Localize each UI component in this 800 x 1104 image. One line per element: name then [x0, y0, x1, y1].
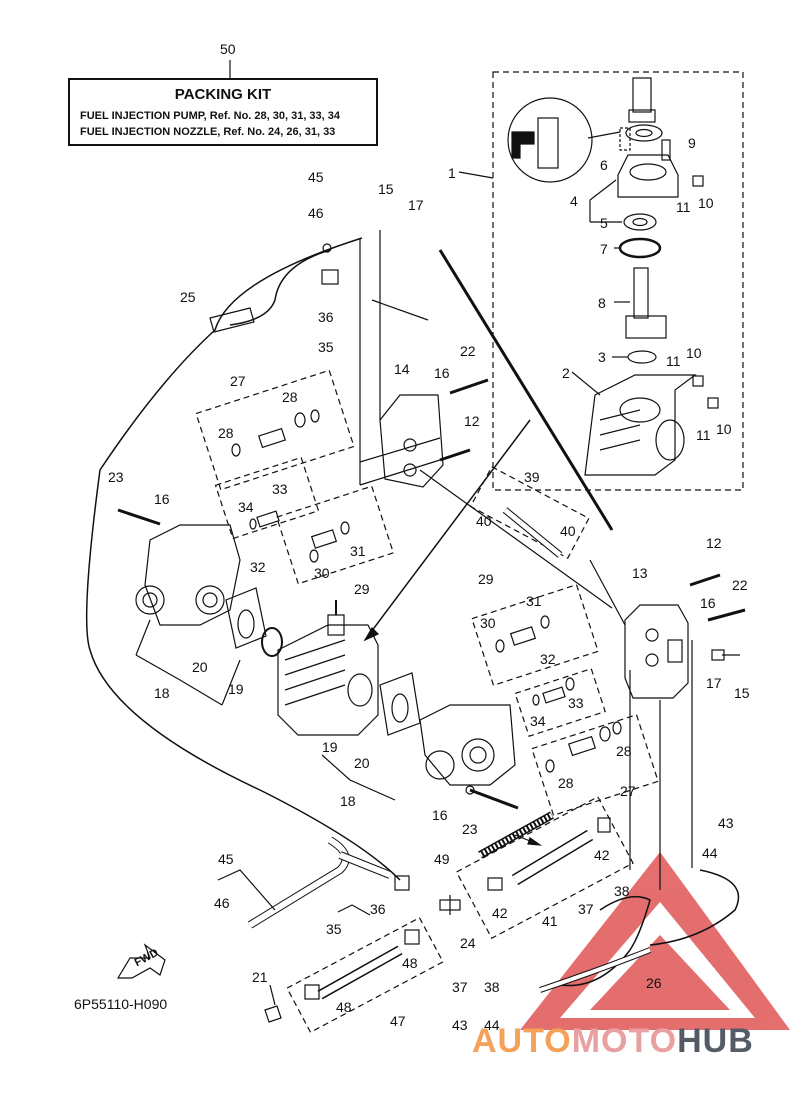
callout-45-a: 45	[308, 169, 324, 185]
callout-28-d: 28	[558, 775, 574, 791]
callout-26: 26	[646, 975, 662, 991]
watermark-logo: AUTOMOTOHUB	[472, 1024, 754, 1058]
watermark-triangle-icon	[520, 852, 790, 1030]
callout-21: 21	[252, 969, 268, 985]
callout-45-b: 45	[218, 851, 234, 867]
callout-2: 2	[562, 365, 570, 381]
diagram-code: 6P55110-H090	[74, 996, 168, 1012]
callout-38-a: 38	[614, 883, 630, 899]
callout-40-b: 40	[560, 523, 576, 539]
callout-14: 14	[394, 361, 410, 377]
callout-37-a: 37	[578, 901, 594, 917]
callout-8: 8	[598, 295, 606, 311]
callout-19-a: 19	[228, 681, 244, 697]
callout-37-b: 37	[452, 979, 468, 995]
callout-12-a: 12	[464, 413, 480, 429]
callout-15-b: 15	[734, 685, 750, 701]
callout-6: 6	[600, 157, 608, 173]
callout-36-b: 36	[370, 901, 386, 917]
callout-7: 7	[600, 241, 608, 257]
callout-13: 13	[632, 565, 648, 581]
callout-46-b: 46	[214, 895, 230, 911]
callout-3: 3	[598, 349, 606, 365]
callout-30-a: 30	[314, 565, 330, 581]
callout-12-b: 12	[706, 535, 722, 551]
callout-10-b: 10	[686, 345, 702, 361]
callout-18-a: 18	[154, 685, 170, 701]
callout-48-a: 48	[336, 999, 352, 1015]
packing-kit-box: PACKING KIT FUEL INJECTION PUMP, Ref. No…	[68, 78, 378, 146]
callout-31-b: 31	[526, 593, 542, 609]
callout-28-b: 28	[218, 425, 234, 441]
fwd-arrow-icon	[116, 943, 166, 979]
callout-22-b: 22	[732, 577, 748, 593]
callout-44-b: 44	[484, 1017, 500, 1033]
callout-5: 5	[600, 215, 608, 231]
callout-39: 39	[524, 469, 540, 485]
callout-29-b: 29	[478, 571, 494, 587]
callout-18-b: 18	[340, 793, 356, 809]
callout-24: 24	[460, 935, 476, 951]
callout-42-b: 42	[594, 847, 610, 863]
packing-kit-line2: FUEL INJECTION NOZZLE, Ref. No. 24, 26, …	[80, 126, 336, 138]
callout-38-b: 38	[484, 979, 500, 995]
callout-36-a: 36	[318, 309, 334, 325]
callout-27-a: 27	[230, 373, 246, 389]
packing-kit-ref: 50	[220, 41, 236, 57]
callout-34-b: 34	[530, 713, 546, 729]
callout-11-c: 11	[696, 427, 711, 443]
watermark-part2: MOTO	[571, 1022, 678, 1060]
callout-16-b: 16	[154, 491, 170, 507]
callout-31-a: 31	[350, 543, 366, 559]
callout-10-a: 10	[698, 195, 714, 211]
callout-48-b: 48	[402, 955, 418, 971]
callout-32-a: 32	[250, 559, 266, 575]
callout-9: 9	[688, 135, 696, 151]
callout-35-a: 35	[318, 339, 334, 355]
callout-32-b: 32	[540, 651, 556, 667]
callout-23-a: 23	[108, 469, 124, 485]
callout-33-b: 33	[568, 695, 584, 711]
callout-10-c: 10	[716, 421, 732, 437]
callout-17-a: 17	[408, 197, 424, 213]
callout-20-a: 20	[192, 659, 208, 675]
callout-15-a: 15	[378, 181, 394, 197]
watermark-part3: HUB	[677, 1022, 754, 1060]
callout-40-a: 40	[476, 513, 492, 529]
callout-16-a: 16	[434, 365, 450, 381]
callout-16-c: 16	[700, 595, 716, 611]
callout-29-a: 29	[354, 581, 370, 597]
callout-47: 47	[390, 1013, 406, 1029]
packing-kit-line1: FUEL INJECTION PUMP, Ref. No. 28, 30, 31…	[80, 110, 341, 122]
callout-4: 4	[570, 193, 578, 209]
callout-28-c: 28	[616, 743, 632, 759]
callout-23-b: 23	[462, 821, 478, 837]
callout-30-b: 30	[480, 615, 496, 631]
watermark-part1: AUTO	[472, 1022, 572, 1060]
callout-44-a: 44	[702, 845, 718, 861]
callout-11-a: 11	[676, 199, 691, 215]
callout-16-d: 16	[432, 807, 448, 823]
packing-kit-title: PACKING KIT	[174, 86, 272, 103]
callout-20-b: 20	[354, 755, 370, 771]
callout-1: 1	[448, 165, 456, 181]
callout-43-b: 43	[452, 1017, 468, 1033]
callout-34-a: 34	[238, 499, 254, 515]
callout-25: 25	[180, 289, 196, 305]
callout-11-b: 11	[666, 353, 681, 369]
callout-28-a: 28	[282, 389, 298, 405]
callout-46-a: 46	[308, 205, 324, 221]
callout-33-a: 33	[272, 481, 288, 497]
callout-22-a: 22	[460, 343, 476, 359]
callout-42-a: 42	[492, 905, 508, 921]
callout-35-b: 35	[326, 921, 342, 937]
callout-49: 49	[434, 851, 450, 867]
callout-17-b: 17	[706, 675, 722, 691]
callout-41: 41	[542, 913, 558, 929]
callout-43-a: 43	[718, 815, 734, 831]
callout-19-b: 19	[322, 739, 338, 755]
callout-27-b: 27	[620, 783, 636, 799]
